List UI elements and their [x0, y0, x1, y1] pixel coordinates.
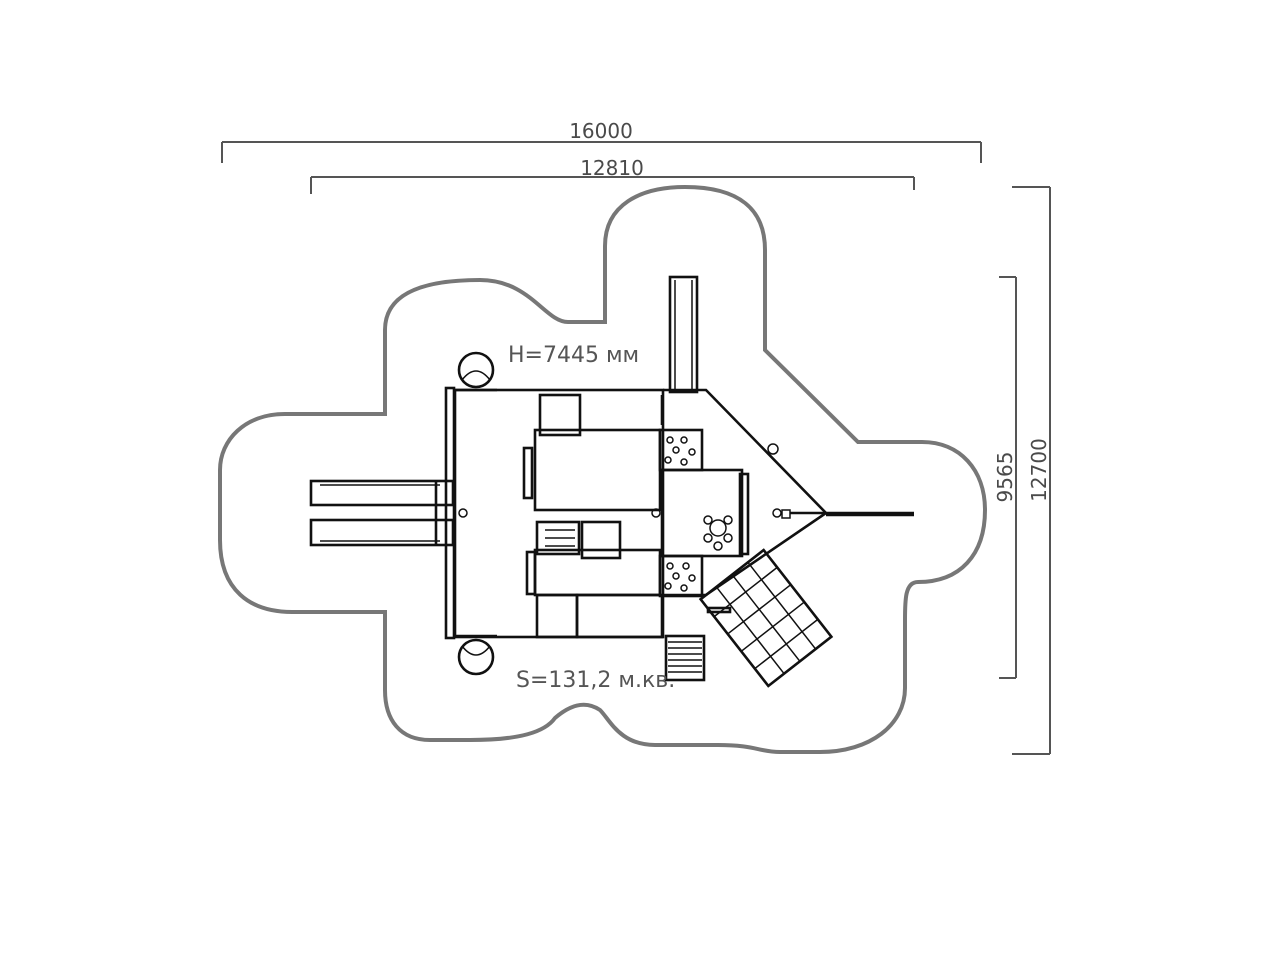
height-label: H=7445 мм: [508, 343, 639, 368]
climbing-net: [698, 548, 834, 688]
structure-depth-label: 9565: [993, 452, 1017, 503]
top-slide: [668, 275, 699, 394]
bottom-stairs: [664, 634, 706, 682]
dimension-overall-width: 16000: [221, 119, 982, 163]
middle-tower: [660, 468, 744, 558]
lower-bench-right: [575, 593, 664, 639]
play-structure: [309, 275, 914, 688]
center-panel: [580, 520, 622, 560]
dimension-structure-width: 12810: [310, 156, 915, 194]
overall-depth-label: 12700: [1027, 438, 1051, 502]
area-label: S=131,2 м.кв.: [516, 668, 675, 693]
overall-width-label: 16000: [569, 119, 633, 143]
lower-left-post: [525, 550, 537, 596]
left-deck: [444, 386, 456, 640]
upper-room: [533, 428, 662, 512]
lower-climbing-panel: [658, 554, 704, 598]
top-left-wheel: [455, 351, 497, 392]
stair-block: [535, 520, 581, 556]
upper-climbing-panel: [658, 428, 704, 472]
dimension-overall-depth: 12700: [1012, 186, 1051, 755]
left-slides: [309, 479, 455, 547]
left-wall-panel: [522, 446, 534, 500]
lower-bench-left: [535, 593, 579, 639]
structure-width-label: 12810: [580, 156, 644, 180]
safety-zone-outline: [218, 184, 988, 754]
dimension-structure-depth: 9565: [993, 276, 1017, 679]
steering-wheel: [703, 515, 733, 551]
bottom-left-wheel: [455, 634, 497, 676]
upper-room-inner: [538, 393, 582, 437]
rear-platform: [453, 388, 665, 639]
